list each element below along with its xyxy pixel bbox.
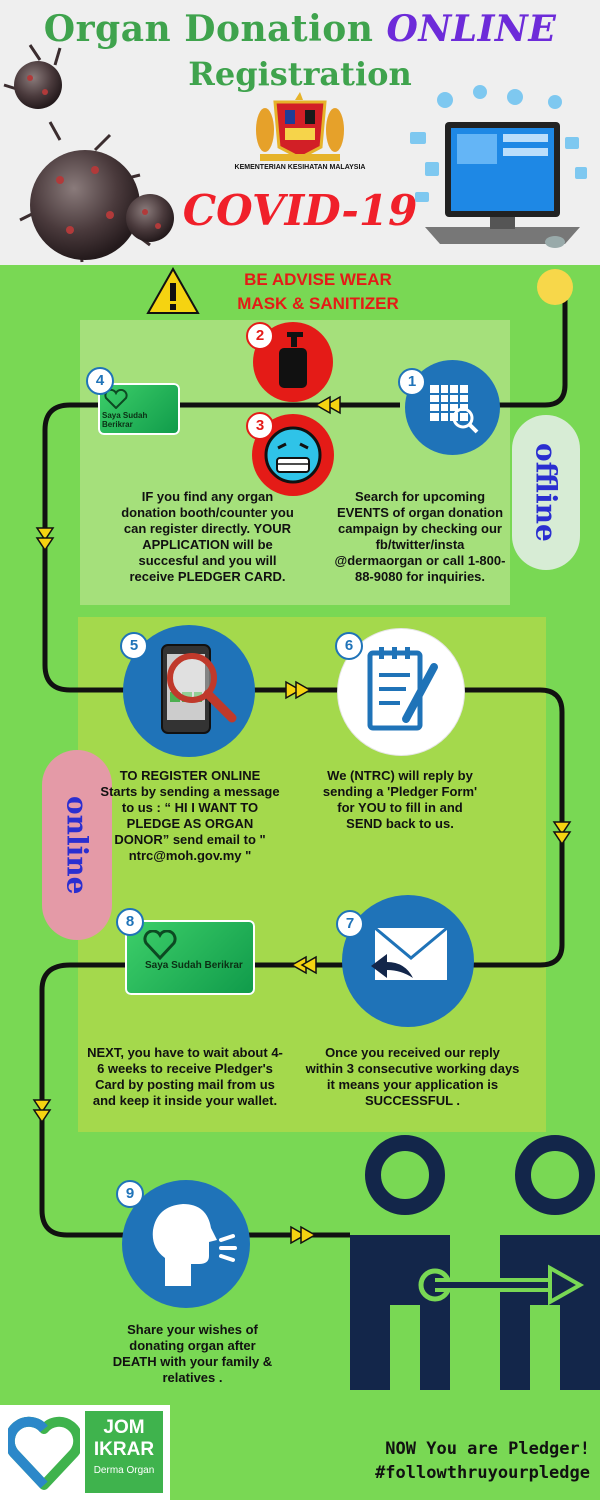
step6-text: We (NTRC) will reply by sending a 'Pledg… bbox=[322, 768, 478, 831]
step4-number: 4 bbox=[86, 367, 114, 395]
card-text: Saya Sudah Berikrar bbox=[102, 411, 148, 429]
coat-of-arms-icon bbox=[256, 92, 344, 161]
speaking-head-icon bbox=[152, 1204, 237, 1286]
logo-derma: Derma Organ bbox=[93, 1465, 155, 1476]
footer-message: NOW You are Pledger! #followthruyourpled… bbox=[300, 1437, 590, 1485]
step4-text: IF you find any organ donation booth/cou… bbox=[121, 489, 294, 584]
warning-icon bbox=[146, 267, 200, 314]
step7-text: Once you received our reply within 3 con… bbox=[305, 1045, 520, 1108]
logo-jom: JOM bbox=[103, 1417, 145, 1438]
step2-number: 2 bbox=[246, 322, 274, 350]
step9-number: 9 bbox=[116, 1180, 144, 1208]
title-online: ONLINE bbox=[386, 8, 557, 50]
step5-number: 5 bbox=[120, 632, 148, 660]
covid-label: COVID-19 bbox=[182, 186, 418, 235]
reply-mail-icon bbox=[371, 926, 448, 980]
offline-label: offline bbox=[529, 443, 563, 542]
title-part1: Organ Donation bbox=[43, 8, 387, 50]
offline-label-pill: offline bbox=[512, 415, 580, 570]
pledger-card-image-2: Saya Sudah Berikrar bbox=[125, 920, 255, 995]
step8-number: 8 bbox=[116, 908, 144, 936]
heart-icon bbox=[143, 930, 177, 960]
computer-illustration bbox=[410, 85, 587, 248]
logo-ikrar: IKRAR bbox=[93, 1439, 155, 1460]
online-label: online bbox=[60, 795, 94, 895]
face-mask-icon bbox=[264, 426, 322, 484]
online-label-pill: online bbox=[42, 750, 112, 940]
sanitizer-icon bbox=[279, 332, 307, 388]
step1-text: Search for upcoming EVENTS of organ dona… bbox=[334, 489, 506, 584]
heart-icon bbox=[104, 389, 128, 409]
ministry-label: KEMENTERIAN KESIHATAN MALAYSIA bbox=[234, 164, 366, 171]
step3-number: 3 bbox=[246, 412, 274, 440]
step8-text: NEXT, you have to wait about 4-6 weeks t… bbox=[87, 1045, 283, 1108]
step6-number: 6 bbox=[335, 632, 363, 660]
card-text: Saya Sudah Berikrar bbox=[145, 960, 243, 971]
jom-ikrar-logo: JOM IKRAR Derma Organ bbox=[85, 1411, 163, 1493]
pledger-card-image: Saya Sudah Berikrar bbox=[98, 383, 180, 435]
pledgers-figure-icon bbox=[350, 1135, 600, 1390]
step9-text: Share your wishes of donating organ afte… bbox=[112, 1322, 273, 1385]
form-pen-icon bbox=[367, 647, 438, 731]
page-title-line1: Organ Donation ONLINE bbox=[0, 8, 600, 50]
step7-number: 7 bbox=[336, 910, 364, 938]
page-title-line2: Registration bbox=[188, 55, 412, 93]
warning-line1: BE ADVISE WEAR bbox=[244, 270, 392, 289]
virus-illustration bbox=[3, 44, 174, 263]
hashtag-text: #followthruyourpledge bbox=[375, 1463, 590, 1483]
step5-text: TO REGISTER ONLINE Starts by sending a m… bbox=[100, 768, 280, 863]
warning-line2: MASK & SANITIZER bbox=[237, 294, 399, 313]
step1-number: 1 bbox=[398, 368, 426, 396]
warning-text: BE ADVISE WEAR MASK & SANITIZER bbox=[208, 268, 428, 316]
jom-ikrar-heart-logo bbox=[8, 1416, 80, 1490]
phone-search-icon bbox=[161, 644, 237, 734]
pledger-text: NOW You are Pledger! bbox=[385, 1439, 590, 1459]
calendar-search-icon bbox=[430, 385, 479, 434]
